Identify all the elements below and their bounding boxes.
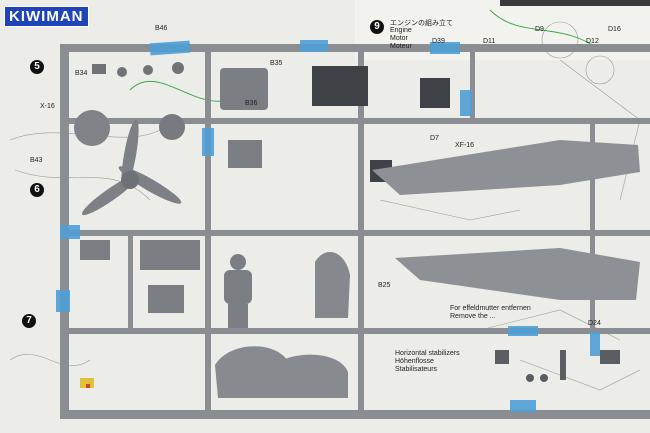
tail-fin bbox=[315, 252, 350, 318]
part-label: D12 bbox=[586, 38, 599, 45]
step-number-5: 5 bbox=[30, 60, 44, 74]
part-label: D7 bbox=[430, 135, 439, 142]
note-text: Höhenflosse bbox=[395, 358, 434, 365]
watermark-logo: KIWIMAN bbox=[4, 6, 89, 40]
part-label: B34 bbox=[75, 70, 88, 77]
note-text: Stabilisateurs bbox=[395, 366, 438, 373]
cockpit-parts bbox=[80, 68, 268, 313]
watermark-brand: KIWIMAN bbox=[4, 6, 89, 27]
small-parts-top-left bbox=[92, 62, 184, 77]
part-label: XF-16 bbox=[455, 142, 475, 149]
round-part-engine-face bbox=[74, 110, 110, 146]
note-text: Horizontal stabilizers bbox=[395, 350, 460, 357]
part-label: D16 bbox=[608, 26, 621, 33]
step-number-7: 7 bbox=[22, 314, 36, 328]
part-label: X-16 bbox=[40, 103, 55, 110]
step-9-line-en: Engine bbox=[390, 27, 412, 34]
pilot-figure bbox=[224, 254, 252, 328]
note-text: For effeldmutter entfernen bbox=[450, 305, 531, 312]
round-part-spinner bbox=[159, 114, 185, 140]
part-label: D11 bbox=[483, 38, 496, 45]
part-label: D39 bbox=[432, 38, 445, 45]
propeller bbox=[81, 119, 182, 216]
sheet-top-bar bbox=[500, 0, 650, 6]
part-label: D9 bbox=[535, 26, 544, 33]
step-9-title-jp: エンジンの組み立て bbox=[390, 20, 453, 27]
stabilizer-left bbox=[215, 346, 292, 398]
step-9-line-de: Motor bbox=[390, 35, 408, 42]
step-9-line-fr: Moteur bbox=[390, 43, 412, 50]
part-label: B46 bbox=[155, 25, 168, 32]
part-label: B43 bbox=[30, 157, 43, 164]
part-label: B25 bbox=[378, 282, 391, 289]
blue-tape-pieces bbox=[56, 40, 600, 412]
part-label: D24 bbox=[588, 320, 601, 327]
colored-detail bbox=[80, 378, 94, 388]
step-number-9: 9 bbox=[370, 20, 384, 34]
part-label: B35 bbox=[270, 60, 283, 67]
part-label: B36 bbox=[245, 100, 258, 107]
fuselage-half-upper bbox=[372, 140, 640, 195]
small-parts-bottom-right bbox=[495, 350, 620, 382]
fuselage-half-lower bbox=[395, 248, 640, 300]
note-text: Remove the ... bbox=[450, 313, 496, 320]
step-number-6: 6 bbox=[30, 183, 44, 197]
green-guide-line-2 bbox=[489, 9, 601, 51]
stabilizer-right bbox=[278, 354, 348, 398]
engine-block bbox=[312, 66, 450, 182]
